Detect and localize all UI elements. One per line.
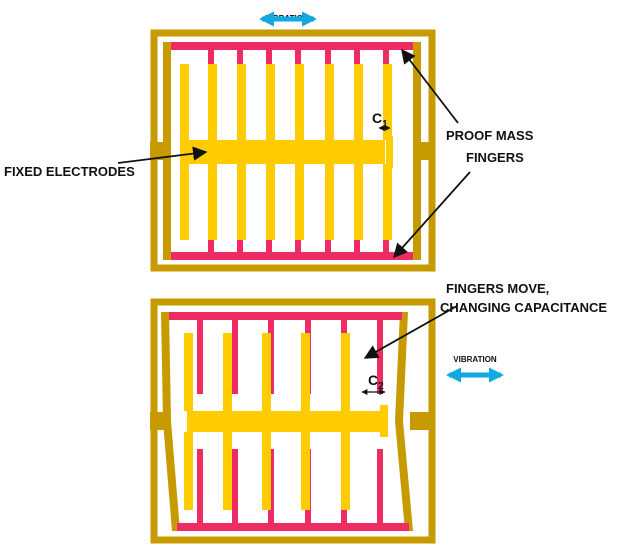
electrode-finger xyxy=(208,164,217,240)
electrode-end-post xyxy=(380,405,388,437)
frame-anchor-left xyxy=(150,412,164,430)
proof-mass-finger xyxy=(377,449,383,523)
electrode-finger xyxy=(262,432,271,510)
proof-mass-top-bar xyxy=(171,42,413,50)
electrode-finger xyxy=(237,64,246,140)
proof-mass-label-line1: PROOF MASS xyxy=(446,128,534,143)
callout-fixed-electrodes: FIXED ELECTRODES xyxy=(4,146,208,179)
electrode-finger xyxy=(325,164,334,240)
leader-line xyxy=(401,48,459,124)
proof-mass-finger xyxy=(232,320,238,394)
device-displaced xyxy=(150,298,436,544)
electrode-end-post xyxy=(386,136,393,168)
electrode-finger xyxy=(266,164,275,240)
electrode-finger xyxy=(208,64,217,140)
electrode-finger xyxy=(301,432,310,510)
proof-mass-bottom-bar xyxy=(177,523,409,531)
proof-mass-top-bar xyxy=(169,312,402,320)
fingers-move-label-line2: CHANGING CAPACITANCE xyxy=(440,300,607,315)
electrode-finger xyxy=(295,164,304,240)
leader-line xyxy=(117,146,208,164)
device-at-rest xyxy=(150,29,436,272)
proof-mass-finger xyxy=(232,449,238,523)
spring-right xyxy=(413,42,421,260)
electrode-finger xyxy=(223,333,232,411)
electrode-finger xyxy=(223,432,232,510)
vibration-indicator-top: VIBRATION xyxy=(259,11,317,27)
electrode-finger xyxy=(180,64,189,140)
proof-mass-bottom-bar xyxy=(171,252,413,260)
c2-symbol: C xyxy=(368,372,378,388)
fixed-electrodes xyxy=(184,333,388,510)
fixed-electrodes xyxy=(180,64,393,240)
proof-mass-finger xyxy=(377,320,383,394)
leader-line xyxy=(393,171,471,259)
electrode-finger xyxy=(383,164,392,240)
electrode-finger xyxy=(383,64,392,140)
c1-subscript: 1 xyxy=(382,119,388,130)
proof-mass-finger xyxy=(197,320,203,394)
vibration-label: VIBRATION xyxy=(453,355,497,364)
electrode-finger xyxy=(184,432,193,510)
capacitance-c1: C1 xyxy=(372,110,391,131)
electrode-finger xyxy=(301,333,310,411)
electrode-finger xyxy=(184,333,193,411)
electrode-finger xyxy=(341,432,350,510)
vibration-indicator-right: VIBRATION xyxy=(446,355,504,383)
electrode-finger xyxy=(354,64,363,140)
electrode-finger xyxy=(262,333,271,411)
electrode-spine xyxy=(180,140,385,164)
electrode-finger xyxy=(266,64,275,140)
spring-left-bent xyxy=(161,312,180,531)
c1-symbol: C xyxy=(372,110,382,126)
fingers-move-label-line1: FINGERS MOVE, xyxy=(446,281,549,296)
fixed-electrodes-label: FIXED ELECTRODES xyxy=(4,164,135,179)
callout-proof-mass: PROOF MASS FINGERS xyxy=(393,48,534,259)
spring-left xyxy=(163,42,171,260)
electrode-finger xyxy=(325,64,334,140)
c2-subscript: 2 xyxy=(378,381,384,392)
capacitance-c2: C2 xyxy=(361,372,386,395)
svg-text:C2: C2 xyxy=(368,372,384,392)
electrode-finger xyxy=(354,164,363,240)
spring-right-bent xyxy=(395,312,413,531)
electrode-finger xyxy=(295,64,304,140)
electrode-spine xyxy=(187,411,388,432)
frame-anchor-right xyxy=(410,412,434,430)
proof-mass-label-line2: FINGERS xyxy=(466,150,524,165)
frame-anchor-left xyxy=(150,142,164,160)
proof-mass-finger xyxy=(197,449,203,523)
electrode-finger xyxy=(180,164,189,240)
electrode-finger xyxy=(237,164,246,240)
leader-line xyxy=(363,305,458,359)
electrode-finger xyxy=(341,333,350,411)
svg-text:C1: C1 xyxy=(372,110,388,130)
callout-fingers-move: FINGERS MOVE, CHANGING CAPACITANCE xyxy=(363,281,607,359)
